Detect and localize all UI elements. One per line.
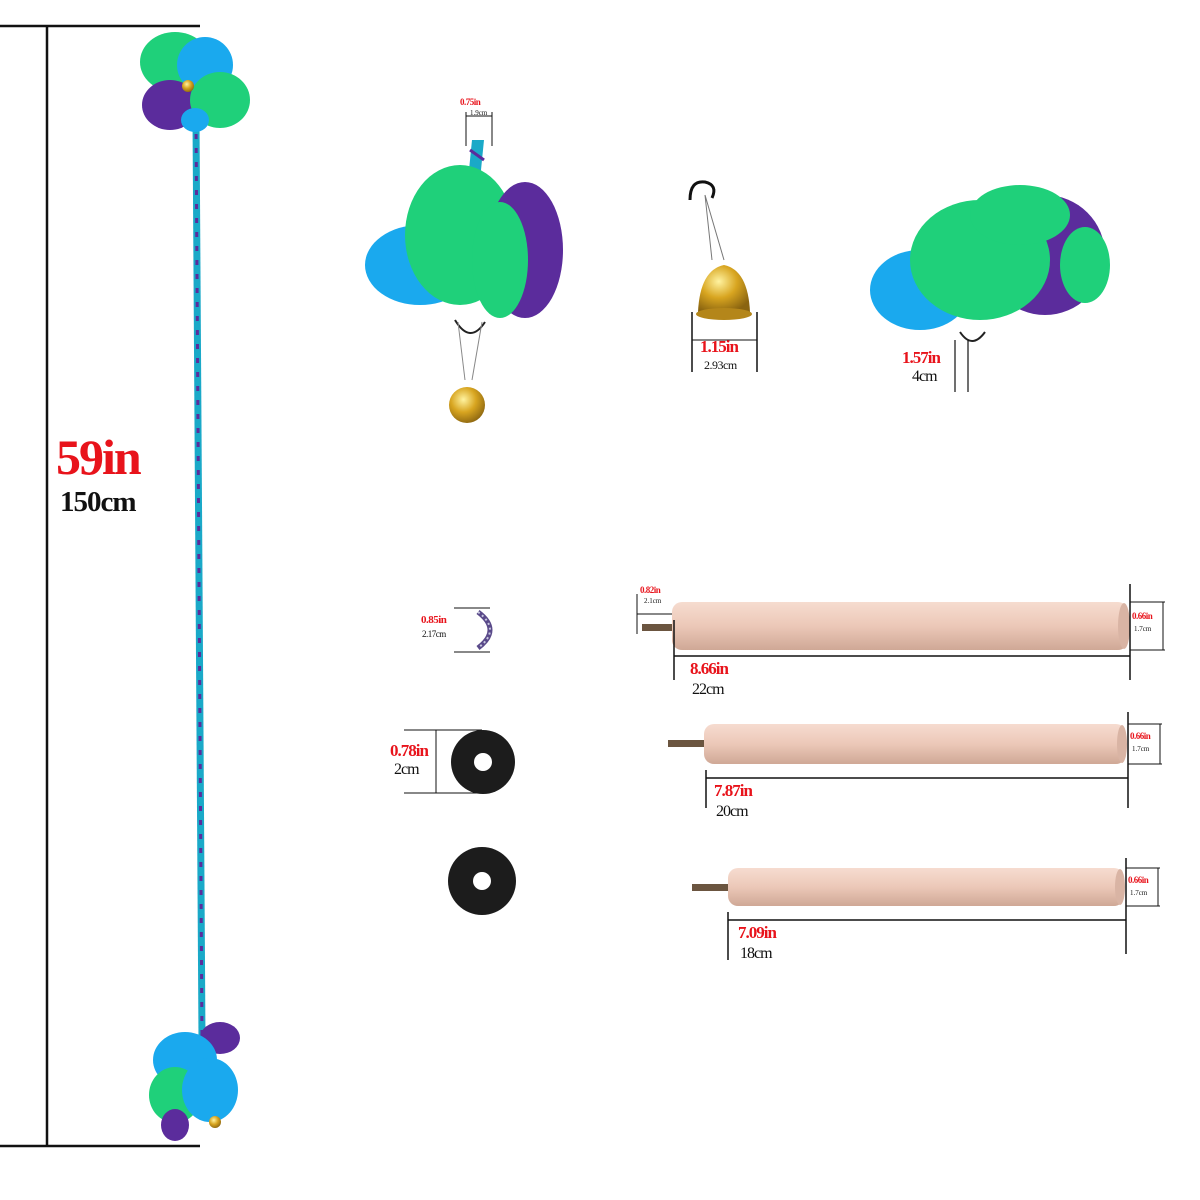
rope-length-bracket [0,24,200,1148]
perch-1-bolt-in: 0.82in [640,585,661,595]
bell-width-in: 1.15in [700,337,739,356]
c-hook [454,607,493,653]
washer-large [404,729,515,794]
pompom-loop-in: 0.75in [460,97,481,107]
washer-size-cm: 2cm [394,761,420,778]
hook-size-in: 0.85in [421,614,447,626]
perch-1-bolt-cm: 2.1cm [644,597,662,605]
bell-icon [209,1116,221,1128]
perch-3-length-cm: 18cm [740,945,773,962]
bell-icon [182,80,194,92]
pompom-top-left [140,32,250,132]
perch-2 [668,712,1162,808]
perch-1-length-cm: 22cm [692,681,725,698]
rope-length-in: 59in [56,429,142,485]
pompom-hang-in: 1.57in [902,348,941,367]
braided-rope [192,119,206,1041]
perch-3-dia-in: 0.66in [1128,875,1149,885]
perch-1 [636,584,1165,680]
perch-2-dia-cm: 1.7cm [1132,745,1150,753]
pompom-right [870,185,1110,392]
perch-2-dia-in: 0.66in [1130,731,1151,741]
washer-size-in: 0.78in [390,741,429,760]
perch-1-length-in: 8.66in [690,659,729,678]
pompom-loop-cm: 1.9cm [470,109,488,117]
perch-3-length-in: 7.09in [738,923,777,942]
perch-3-dia-cm: 1.7cm [1130,889,1148,897]
perch-2-length-cm: 20cm [716,803,749,820]
hook-size-cm: 2.17cm [422,629,446,639]
rope-length-cm: 150cm [60,486,137,518]
pompom-with-bell [365,112,563,423]
pompom-hang-cm: 4cm [912,368,938,385]
pompom-bottom-left [149,1022,240,1141]
perch-1-dia-cm: 1.7cm [1134,625,1152,633]
perch-3 [692,858,1160,960]
bell-width-cm: 2.93cm [704,358,737,372]
washer-small [448,847,516,915]
perch-2-length-in: 7.87in [714,781,753,800]
bell-with-hook [688,180,758,372]
perch-1-dia-in: 0.66in [1132,611,1153,621]
